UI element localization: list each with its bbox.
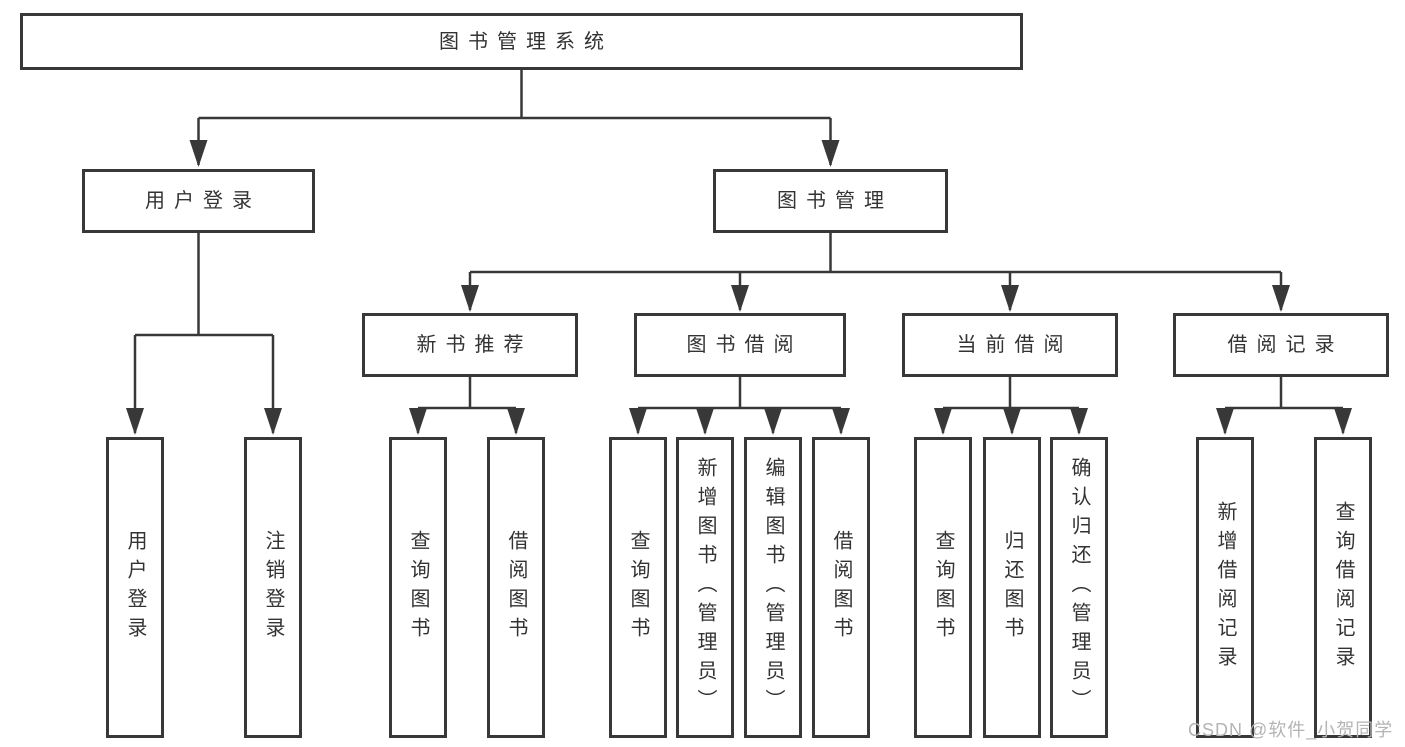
leaf-borrow-edit-books-label: 编辑图书（管理员） bbox=[762, 457, 784, 718]
leaf-recommend-borrow-books: 借阅图书 bbox=[487, 437, 545, 738]
leaf-borrow-add-books-label: 新增图书（管理员） bbox=[694, 457, 716, 718]
node-user-login-label: 用户登录 bbox=[145, 190, 261, 212]
node-new-book-recommend-label: 新书推荐 bbox=[416, 334, 533, 356]
leaf-history-add-record: 新增借阅记录 bbox=[1196, 437, 1254, 738]
leaf-borrow-add-books: 新增图书（管理员） bbox=[676, 437, 734, 738]
node-book-management: 图书管理 bbox=[713, 169, 948, 233]
leaf-history-query-record-label: 查询借阅记录 bbox=[1332, 500, 1354, 675]
leaf-borrow-query-books: 查询图书 bbox=[609, 437, 667, 738]
leaf-current-query-books: 查询图书 bbox=[914, 437, 972, 738]
leaf-logout-label: 注销登录 bbox=[262, 529, 284, 646]
leaf-recommend-query-books: 查询图书 bbox=[389, 437, 447, 738]
leaf-logout: 注销登录 bbox=[244, 437, 302, 738]
node-book-borrow-label: 图书借阅 bbox=[686, 334, 803, 356]
leaf-user-login-label: 用户登录 bbox=[124, 529, 146, 646]
leaf-history-add-record-label: 新增借阅记录 bbox=[1214, 500, 1236, 675]
node-new-book-recommend: 新书推荐 bbox=[362, 313, 578, 377]
leaf-borrow-query-books-label: 查询图书 bbox=[627, 529, 649, 646]
node-root-label: 图书管理系统 bbox=[439, 30, 613, 53]
node-current-borrow: 当前借阅 bbox=[902, 313, 1118, 377]
leaf-history-query-record: 查询借阅记录 bbox=[1314, 437, 1372, 738]
leaf-user-login: 用户登录 bbox=[106, 437, 164, 738]
leaf-current-query-books-label: 查询图书 bbox=[932, 529, 954, 646]
leaf-recommend-borrow-books-label: 借阅图书 bbox=[505, 529, 527, 646]
leaf-recommend-query-books-label: 查询图书 bbox=[407, 529, 429, 646]
node-book-borrow: 图书借阅 bbox=[634, 313, 846, 377]
node-current-borrow-label: 当前借阅 bbox=[956, 334, 1073, 356]
leaf-current-confirm-return: 确认归还（管理员） bbox=[1050, 437, 1108, 738]
leaf-borrow-edit-books: 编辑图书（管理员） bbox=[744, 437, 802, 738]
leaf-borrow-borrow-books-label: 借阅图书 bbox=[830, 529, 852, 646]
csdn-watermark: CSDN @软件_小贺同学 bbox=[1188, 720, 1394, 740]
leaf-current-return-books-label: 归还图书 bbox=[1001, 529, 1023, 646]
leaf-borrow-borrow-books: 借阅图书 bbox=[812, 437, 870, 738]
node-root: 图书管理系统 bbox=[20, 13, 1023, 70]
node-book-management-label: 图书管理 bbox=[777, 190, 893, 212]
leaf-current-confirm-return-label: 确认归还（管理员） bbox=[1068, 457, 1090, 718]
node-user-login: 用户登录 bbox=[82, 169, 315, 233]
node-borrow-records-label: 借阅记录 bbox=[1227, 334, 1344, 356]
leaf-current-return-books: 归还图书 bbox=[983, 437, 1041, 738]
node-borrow-records: 借阅记录 bbox=[1173, 313, 1389, 377]
